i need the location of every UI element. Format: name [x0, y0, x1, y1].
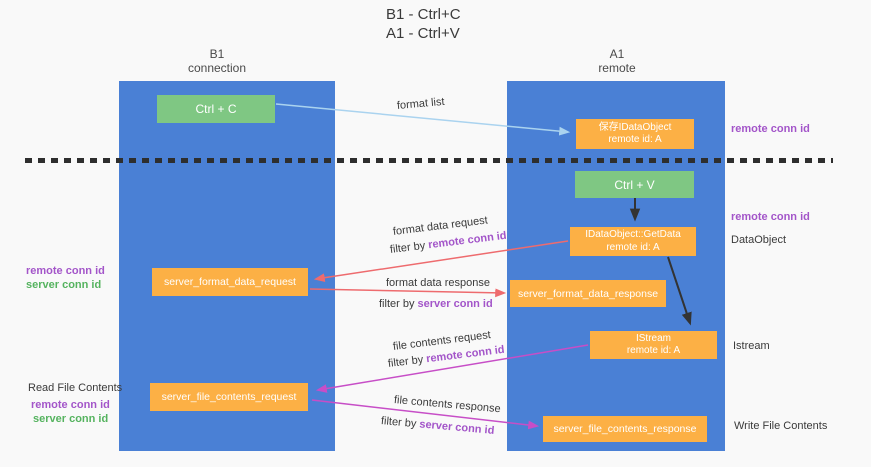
session-divider-dashed-line	[25, 158, 833, 163]
remote-conn-id-text: remote conn id	[427, 229, 508, 252]
annotation-server-conn-id-left-2: server conn id	[33, 413, 109, 425]
node-ctrl-c: Ctrl + C	[157, 95, 275, 123]
annotation-read-file-contents: Read File Contents	[28, 382, 123, 394]
file-contents-response-text: file contents response	[393, 394, 502, 416]
filter-by-text: filter by	[389, 239, 429, 256]
title-line-2: A1 - Ctrl+V	[386, 25, 460, 42]
node-istream: IStream remote id: A	[590, 331, 717, 359]
title-line-1: B1 - Ctrl+C	[386, 6, 461, 23]
diagram-title: B1 - Ctrl+C A1 - Ctrl+V	[386, 5, 461, 43]
format-data-response-text: format data response	[386, 277, 490, 289]
annotation-istream: Istream	[733, 340, 770, 352]
format-data-response-label: format data response	[386, 277, 490, 289]
file-response-filter-label: filter by server conn id	[380, 415, 494, 437]
node-idataobject-getdata: IDataObject::GetData remote id: A	[570, 227, 696, 256]
annotation-remote-conn-id-left-2: remote conn id	[31, 399, 110, 411]
node-ctrl-v: Ctrl + V	[575, 171, 694, 198]
column-b1-name: B1	[209, 47, 225, 61]
annotation-remote-conn-id-mid-right: remote conn id	[731, 211, 810, 223]
node-server-format-data-request: server_format_data_request	[152, 268, 308, 296]
node-server-file-contents-response-label: server_file_contents_response	[553, 423, 697, 435]
format-list-text: format list	[396, 95, 446, 112]
node-ctrl-c-label: Ctrl + C	[195, 102, 237, 116]
column-a1-subtitle: remote	[598, 61, 636, 75]
node-istream-line1: IStream	[635, 332, 671, 344]
filter-by-text: filter by	[387, 353, 427, 370]
format-response-filter-label: filter by server conn id	[379, 298, 493, 310]
server-conn-id-text: server conn id	[417, 298, 493, 310]
annotation-server-conn-id-left-1: server conn id	[26, 279, 102, 291]
column-a1-name: A1	[609, 47, 625, 61]
node-idataobject-getdata-line1: IDataObject::GetData	[585, 229, 681, 240]
annotation-write-file-contents: Write File Contents	[734, 420, 828, 432]
annotation-dataobject: DataObject	[731, 234, 787, 246]
node-server-file-contents-request-label: server_file_contents_request	[161, 391, 297, 403]
filter-by-text: filter by	[380, 415, 420, 431]
node-save-idataobject: 保存IDataObject remote id: A	[576, 119, 694, 149]
node-save-idataobject-line2: remote id: A	[608, 134, 662, 145]
filter-by-text: filter by	[379, 298, 418, 310]
server-conn-id-text: server conn id	[418, 418, 495, 437]
format-list-label: format list	[396, 96, 445, 112]
annotation-remote-conn-id-left-1: remote conn id	[26, 265, 105, 277]
node-server-format-data-response: server_format_data_response	[510, 280, 666, 307]
column-header-a1: A1 remote	[557, 47, 677, 75]
node-ctrl-v-label: Ctrl + V	[614, 177, 655, 192]
node-server-file-contents-request: server_file_contents_request	[150, 383, 308, 411]
format-data-response-arrow	[309, 288, 507, 298]
node-istream-line2: remote id: A	[626, 345, 681, 356]
file-contents-response-label: file contents response	[393, 394, 501, 415]
node-save-idataobject-line1: 保存IDataObject	[598, 121, 672, 133]
annotation-remote-conn-id-top-right: remote conn id	[731, 123, 810, 135]
node-server-file-contents-response: server_file_contents_response	[543, 416, 707, 442]
node-idataobject-getdata-line2: remote id: A	[606, 241, 660, 253]
column-header-b1: B1 connection	[157, 47, 277, 75]
node-server-format-data-request-label: server_format_data_request	[164, 276, 296, 288]
node-server-format-data-response-label: server_format_data_response	[517, 287, 659, 300]
column-b1-subtitle: connection	[187, 61, 247, 75]
